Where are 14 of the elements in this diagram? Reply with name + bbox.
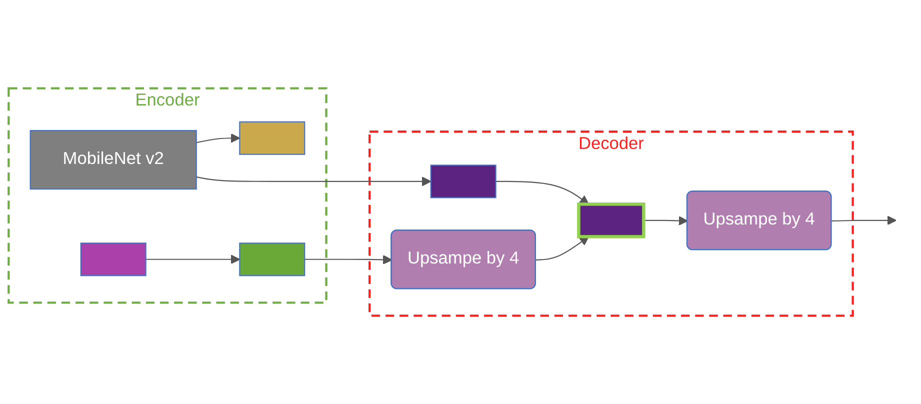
- arrow: [644, 216, 688, 226]
- arrow: [196, 133, 240, 144]
- node-box: [430, 164, 496, 198]
- arrow: [832, 216, 897, 226]
- node-box: MobileNet v2: [30, 130, 197, 190]
- arrow: [496, 180, 590, 205]
- node-box: [577, 202, 646, 238]
- arrow: [196, 176, 432, 186]
- node-box: [239, 121, 306, 155]
- arrow: [304, 254, 392, 264]
- node-box: [80, 242, 146, 276]
- arrow: [536, 236, 590, 260]
- node-box: [239, 242, 306, 276]
- arrow: [146, 254, 240, 264]
